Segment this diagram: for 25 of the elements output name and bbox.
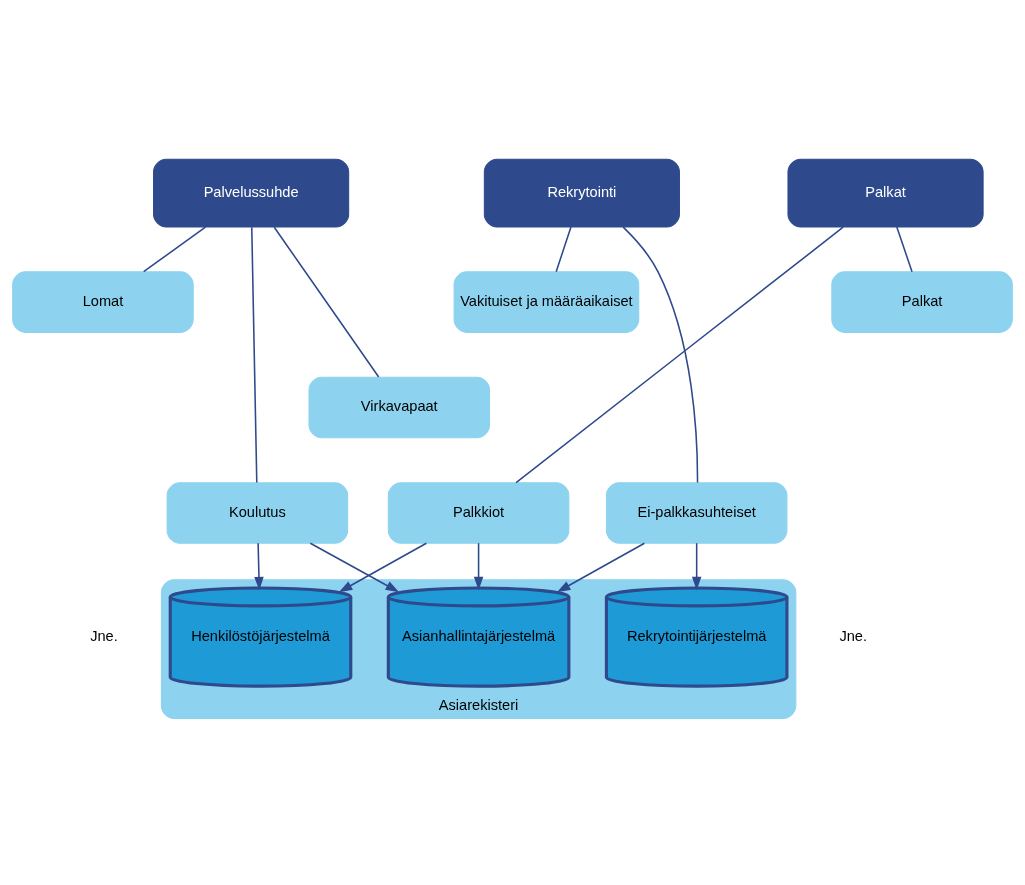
connector bbox=[622, 225, 699, 483]
node-box: Lomat bbox=[12, 270, 194, 333]
node-box: Palvelussuhde bbox=[153, 158, 350, 227]
connector bbox=[142, 225, 207, 272]
node-box: Ei-palkkasuhteiset bbox=[605, 481, 788, 544]
node-box: Palkkiot bbox=[387, 481, 570, 544]
connector bbox=[896, 225, 913, 272]
label: Jne. bbox=[90, 627, 118, 644]
label: Jne. bbox=[839, 627, 867, 644]
arrow bbox=[309, 541, 400, 592]
arrow bbox=[691, 541, 702, 590]
connector bbox=[555, 225, 572, 272]
connector bbox=[251, 225, 258, 483]
node-box: Virkavapaat bbox=[308, 376, 491, 438]
arrow bbox=[254, 541, 264, 590]
node-box: Vakituiset ja määräaikaiset bbox=[453, 270, 640, 333]
arrow bbox=[556, 541, 646, 592]
connector bbox=[273, 226, 380, 378]
node-box: Palkat bbox=[831, 270, 1013, 333]
node-box: Palkat bbox=[787, 158, 984, 227]
connector bbox=[515, 225, 844, 483]
arrow bbox=[338, 541, 428, 592]
node-box: Rekrytointi bbox=[483, 158, 680, 227]
arrow bbox=[473, 541, 484, 590]
node-box: Koulutus bbox=[166, 481, 349, 544]
